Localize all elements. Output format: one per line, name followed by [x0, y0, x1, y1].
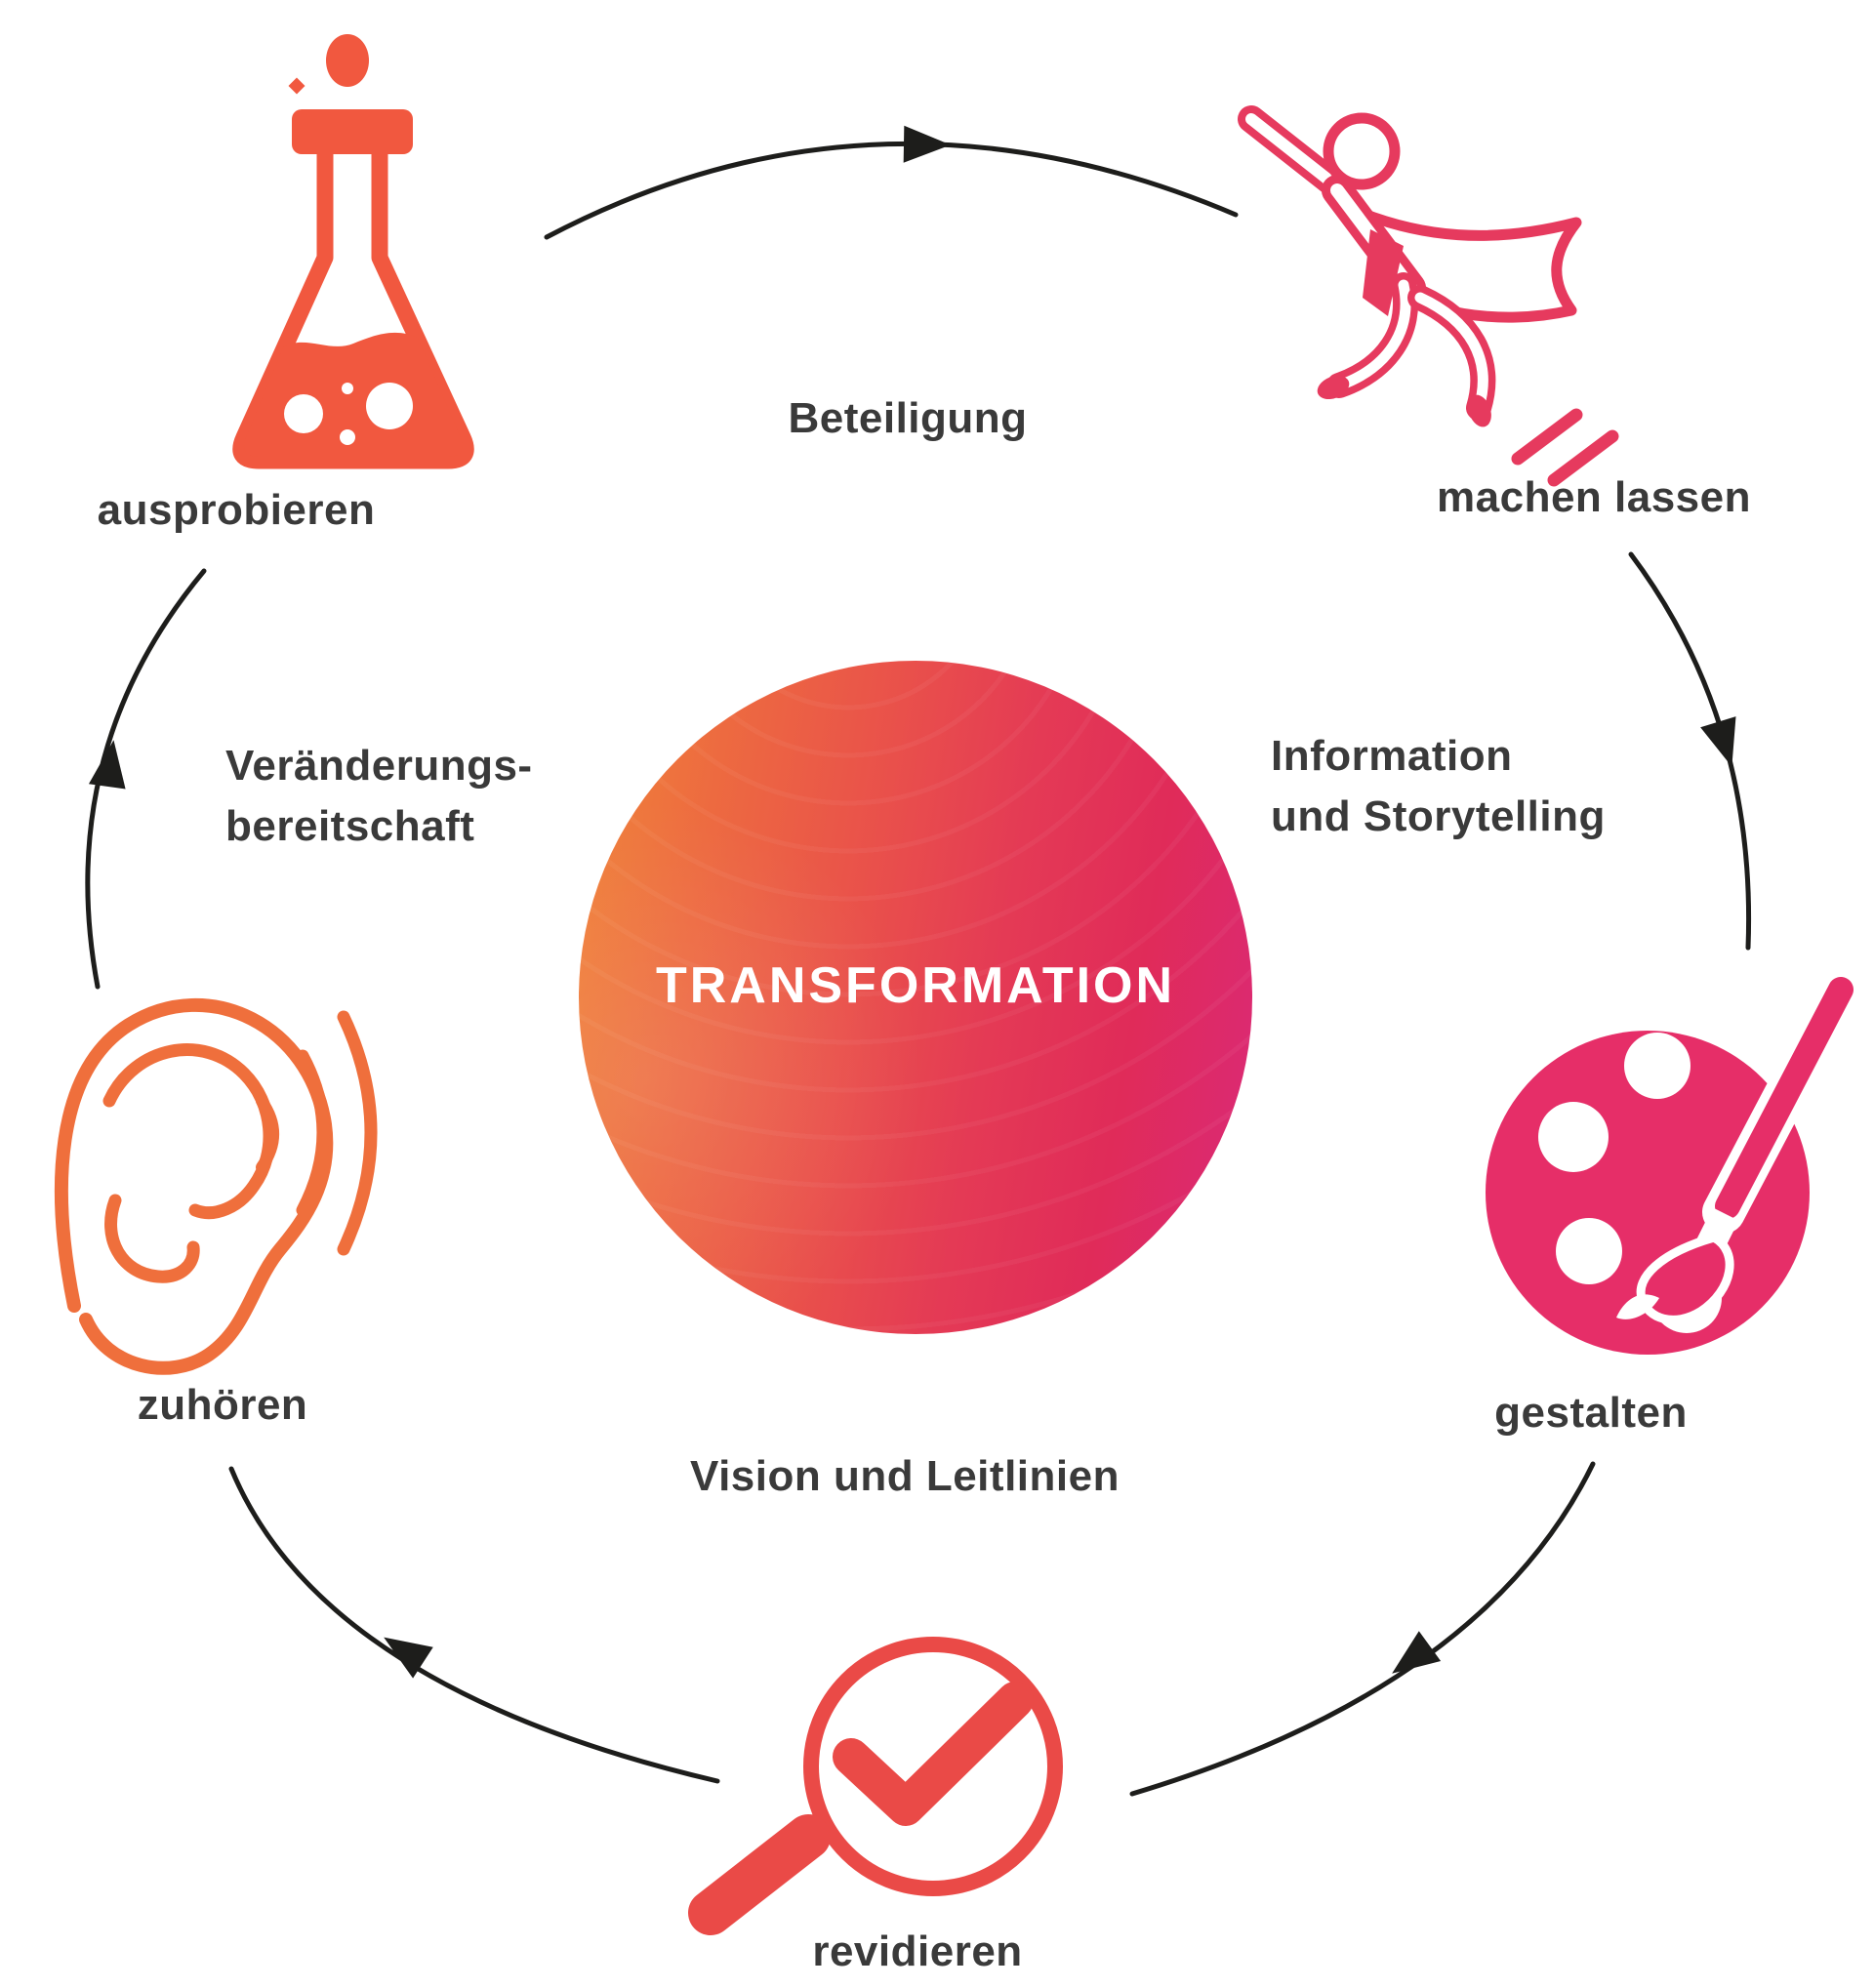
arrowhead-downleft-icon [1392, 1631, 1442, 1674]
arrowhead-upleft-icon [384, 1637, 433, 1679]
speed-line-icon [1511, 408, 1583, 466]
arrow-gestalten-revidieren [1129, 1461, 1596, 1797]
transformation-circle: TRANSFORMATION [579, 661, 1252, 1334]
stage-label-ausprobieren: ausprobieren [97, 486, 376, 534]
stage-label-gestalten: gestalten [1494, 1389, 1688, 1437]
sound-wave-icon [296, 1049, 330, 1217]
arrowhead-down-icon [1700, 716, 1736, 767]
stage-label-revidieren: revidieren [812, 1927, 1023, 1975]
flask-icon [232, 34, 474, 469]
connector-label-veraenderung-line2: bereitschaft [225, 802, 475, 850]
connector-label-veraenderung-line1: Veränderungs- [225, 742, 533, 790]
center-title: TRANSFORMATION [655, 957, 1176, 1014]
arrow-ausprobieren-machenlassen [544, 141, 1239, 240]
sound-wave-icon [337, 1010, 378, 1256]
magnifier-check-icon [688, 1637, 1063, 1935]
speed-line-icon [1547, 429, 1619, 487]
check-icon [833, 1682, 1034, 1826]
magnifier-handle [688, 1814, 831, 1935]
palette-icon [1486, 968, 1874, 1360]
stage-label-machen-lassen: machen lassen [1437, 473, 1751, 521]
ear-icon [55, 997, 378, 1375]
arrowhead-right-icon [903, 125, 951, 163]
arrowhead-up-icon [88, 740, 126, 790]
connector-label-information-line2: und Storytelling [1271, 792, 1606, 840]
connector-label-beteiligung: Beteiligung [788, 394, 1028, 442]
arrowheads [88, 125, 1736, 1679]
arrow-revidieren-zuhoeren [228, 1466, 720, 1784]
stage-label-zuhoeren: zuhören [137, 1381, 308, 1429]
connector-label-information-line1: Information [1271, 732, 1513, 780]
connector-label-veraenderungsbereitschaft: Veränderungs- bereitschaft [225, 736, 533, 857]
superhero-icon [1238, 105, 1619, 487]
connector-label-information: Information und Storytelling [1271, 726, 1606, 847]
sound-wave-icon [256, 1095, 279, 1173]
connector-label-vision: Vision und Leitlinien [690, 1452, 1120, 1500]
